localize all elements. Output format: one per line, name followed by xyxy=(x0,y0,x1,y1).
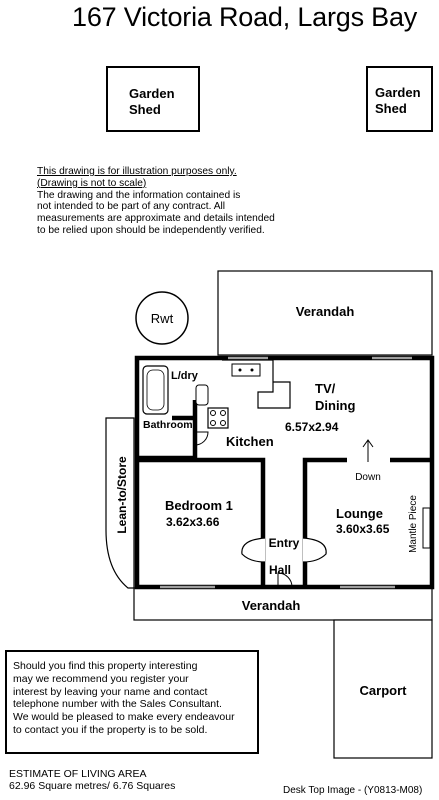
lean-to-label: Lean-to/Store xyxy=(115,456,129,534)
mantle-label: Mantle Piece xyxy=(408,495,419,553)
carport xyxy=(333,619,433,759)
entry-hall-label-1: Entry xyxy=(269,536,300,550)
entry-arch-right xyxy=(302,537,327,563)
notice-line-3: interest by leaving your name and contac… xyxy=(13,685,208,698)
bathtub-inner xyxy=(146,369,165,411)
notice-line-4: telephone number with the Sales Consulta… xyxy=(13,698,222,711)
laundry-trough xyxy=(195,384,209,406)
garden-shed-right-label-2: Shed xyxy=(375,101,407,116)
entry-hall-label-2: Hall xyxy=(269,563,291,577)
garden-shed-right: Garden Shed xyxy=(366,66,433,132)
disclaimer: This drawing is for illustration purpose… xyxy=(37,166,337,237)
down-arrow xyxy=(362,439,374,462)
bathroom-label: Bathroom xyxy=(143,419,193,431)
lounge-label: Lounge xyxy=(336,506,383,521)
verandah-bottom-label: Verandah xyxy=(242,598,301,613)
notice-line-2: may we recommend you register your xyxy=(13,672,189,685)
verandah-top-label: Verandah xyxy=(296,304,355,319)
notice-line-1: Should you find this property interestin… xyxy=(13,660,198,672)
windows xyxy=(160,356,412,589)
kitchen-bench xyxy=(222,359,291,409)
garden-shed-left: Garden Shed xyxy=(106,66,200,132)
front-door xyxy=(277,572,293,588)
stove-burner xyxy=(220,410,226,416)
lean-to-store xyxy=(105,417,135,589)
garden-shed-left-label-2: Shed xyxy=(129,102,161,117)
disclaimer-line-2: (Drawing is not to scale) xyxy=(37,177,147,189)
disclaimer-body-1: The drawing and the information containe… xyxy=(37,189,241,201)
kitchen-label: Kitchen xyxy=(226,434,274,449)
sink-drain xyxy=(238,368,242,372)
stove xyxy=(207,407,229,429)
mantle-piece xyxy=(422,507,431,549)
garden-shed-right-label-1: Garden xyxy=(375,85,421,100)
disclaimer-body-4: to be relied upon should be independentl… xyxy=(37,224,265,236)
bedroom-1-size: 3.62x3.66 xyxy=(166,515,220,529)
notice-line-6: to contact you if the property is to be … xyxy=(13,723,208,736)
estimate-value: 62.96 Square metres/ 6.76 Squares xyxy=(9,780,176,792)
lounge-size: 3.60x3.65 xyxy=(336,522,390,536)
disclaimer-body-2: not intended to be part of any contract.… xyxy=(37,201,226,213)
verandah-top xyxy=(217,270,433,356)
down-label: Down xyxy=(355,472,381,483)
sink xyxy=(231,363,261,377)
desktop-image-ref: Desk Top Image - (Y0813-M08) xyxy=(283,785,423,796)
stove-burner xyxy=(210,410,216,416)
carport-label: Carport xyxy=(360,683,408,698)
tv-dining-size: 6.57x2.94 xyxy=(285,420,339,434)
tv-dining-label-1: TV/ xyxy=(315,381,336,396)
sink-drain xyxy=(250,368,254,372)
notice-line-5: We would be pleased to make every endeav… xyxy=(13,711,235,724)
rwt-label: Rwt xyxy=(151,311,174,326)
stove-burner xyxy=(210,420,216,426)
laundry-label: L/dry xyxy=(171,370,199,382)
entry-arch-left xyxy=(241,537,266,563)
notice-box: Should you find this property interestin… xyxy=(5,650,259,754)
stove-burner xyxy=(220,420,226,426)
window-lines xyxy=(160,356,412,589)
garden-shed-left-label-1: Garden xyxy=(129,86,175,101)
page-title: 167 Victoria Road, Largs Bay xyxy=(72,2,418,32)
bedroom-1-label: Bedroom 1 xyxy=(165,498,233,513)
estimate-heading: ESTIMATE OF LIVING AREA xyxy=(9,768,147,780)
house-walls xyxy=(134,355,435,590)
disclaimer-line-1: This drawing is for illustration purpose… xyxy=(37,166,237,177)
bathroom-door xyxy=(194,431,209,446)
tv-dining-label-2: Dining xyxy=(315,398,355,413)
living-area-estimate: ESTIMATE OF LIVING AREA 62.96 Square met… xyxy=(9,768,175,792)
rainwater-tank xyxy=(135,291,189,345)
disclaimer-body-3: measurements are approximate and details… xyxy=(37,213,275,225)
verandah-bottom xyxy=(133,587,433,621)
